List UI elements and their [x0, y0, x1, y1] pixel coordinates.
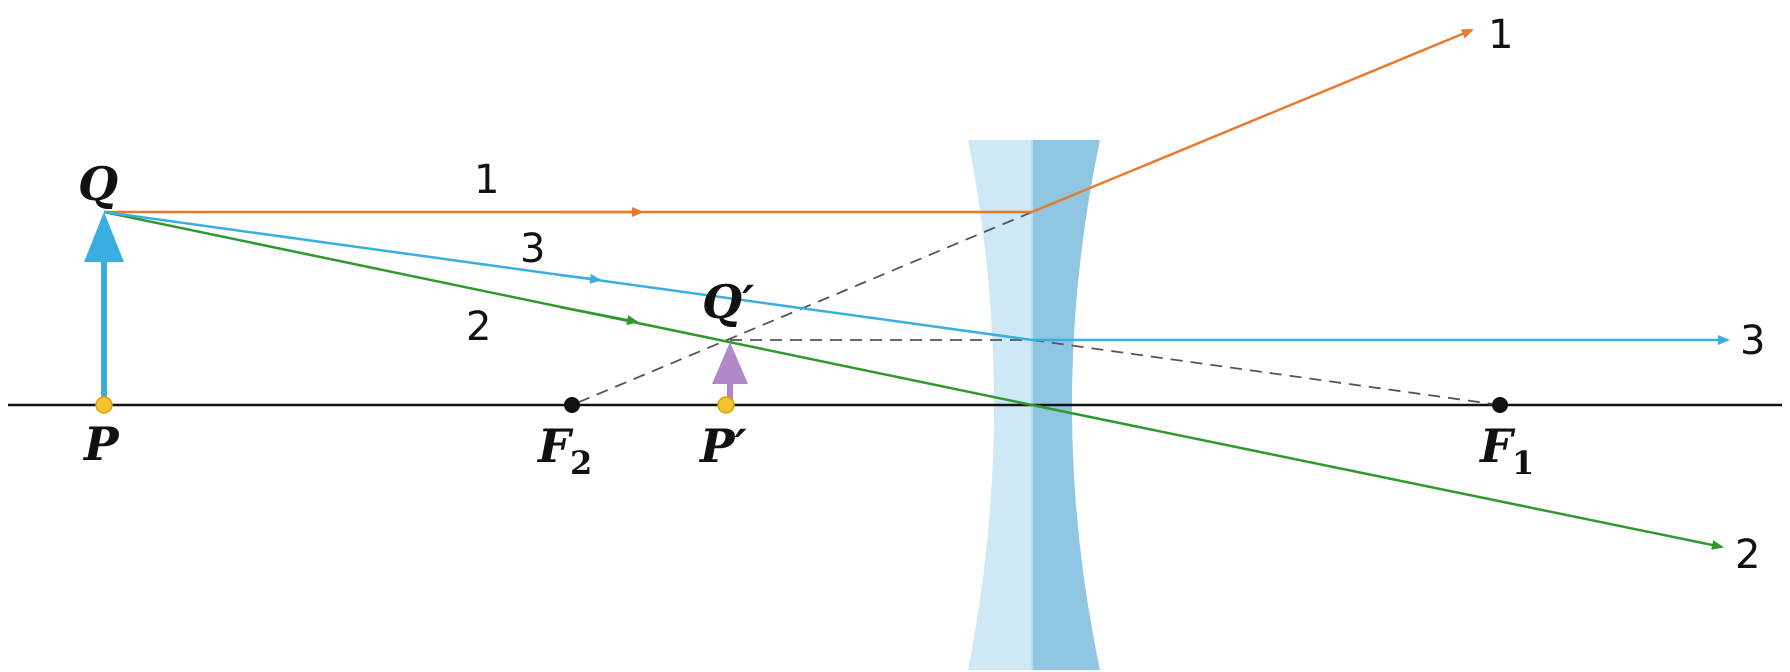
label-p-prime: P′ [698, 419, 747, 473]
ray2-label-outgoing: 2 [1735, 532, 1760, 578]
ray3-incident-arrow [559, 273, 602, 284]
ray1-refracted [1031, 28, 1474, 214]
ray2-refracted [1031, 403, 1724, 550]
ray1-label-outgoing: 1 [1488, 12, 1513, 58]
image-arrow [712, 342, 748, 414]
ray-1 [104, 28, 1474, 217]
label-q-prime: Q′ [702, 275, 754, 329]
ray-2 [103, 210, 1724, 550]
object-base-point [95, 396, 113, 414]
label-f2-subscript: 2 [570, 444, 592, 482]
label-p: P [82, 417, 120, 471]
focus-f1-point [1492, 397, 1508, 413]
ray1-label-incident: 1 [474, 157, 499, 203]
object-arrow-head-icon [84, 212, 124, 262]
focus-f2-point [564, 397, 580, 413]
ray3-label-incident: 3 [520, 226, 545, 272]
label-f2-letter: F [536, 419, 574, 473]
label-q: Q [78, 157, 118, 211]
label-f2: F 2 [536, 419, 592, 482]
ray-3 [103, 210, 1730, 345]
ray3-label-outgoing: 3 [1740, 318, 1765, 364]
label-f1-subscript: 1 [1512, 444, 1534, 482]
image-arrow-head-icon [712, 342, 748, 384]
ray3-virtual-extension [1031, 339, 1501, 406]
ray2-label-incident: 2 [466, 304, 491, 350]
label-f1-letter: F [1478, 419, 1516, 473]
image-base-point [717, 396, 735, 414]
ray2-incident-arrow [559, 305, 639, 325]
label-f1: F 1 [1478, 419, 1534, 482]
object-arrow [84, 212, 124, 414]
